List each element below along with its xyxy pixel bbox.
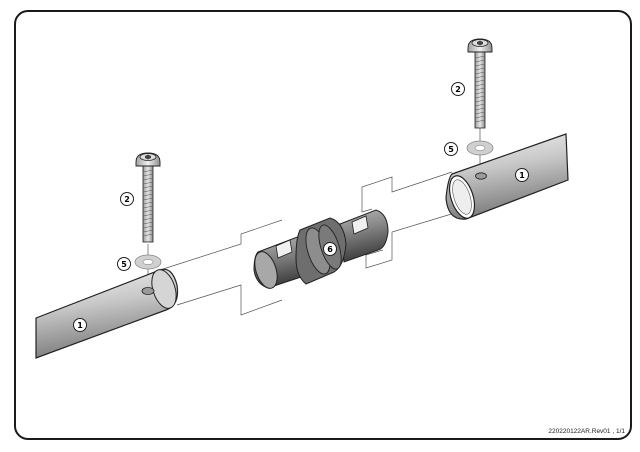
svg-text:1: 1 — [77, 321, 83, 330]
svg-text:2: 2 — [124, 195, 130, 204]
document-reference: 220220122AR.Rev01 , 1/1 — [548, 428, 625, 435]
callout-bolt-left: 2 — [120, 192, 134, 206]
connector-slot-left — [275, 239, 293, 259]
tube-right — [445, 133, 569, 220]
connector-slot-right — [351, 215, 369, 235]
svg-text:5: 5 — [448, 145, 454, 154]
bolt-right — [467, 38, 493, 129]
callout-washer-right: 5 — [444, 142, 458, 156]
tube-left-hole — [141, 287, 155, 295]
washer-left — [134, 254, 162, 270]
callout-washer-left: 5 — [117, 257, 131, 271]
svg-text:6: 6 — [327, 245, 333, 254]
svg-text:5: 5 — [121, 260, 127, 269]
callout-connector: 6 — [323, 242, 337, 256]
tube-left — [35, 268, 179, 359]
callout-tube-right: 1 — [515, 168, 529, 182]
callout-tube-left: 1 — [73, 318, 87, 332]
callout-bolt-right: 2 — [451, 82, 465, 96]
connector — [253, 209, 389, 289]
tube-right-hole — [475, 172, 487, 180]
svg-text:1: 1 — [519, 171, 525, 180]
svg-text:2: 2 — [455, 85, 461, 94]
bolt-left — [135, 152, 161, 243]
washer-right — [466, 140, 494, 156]
